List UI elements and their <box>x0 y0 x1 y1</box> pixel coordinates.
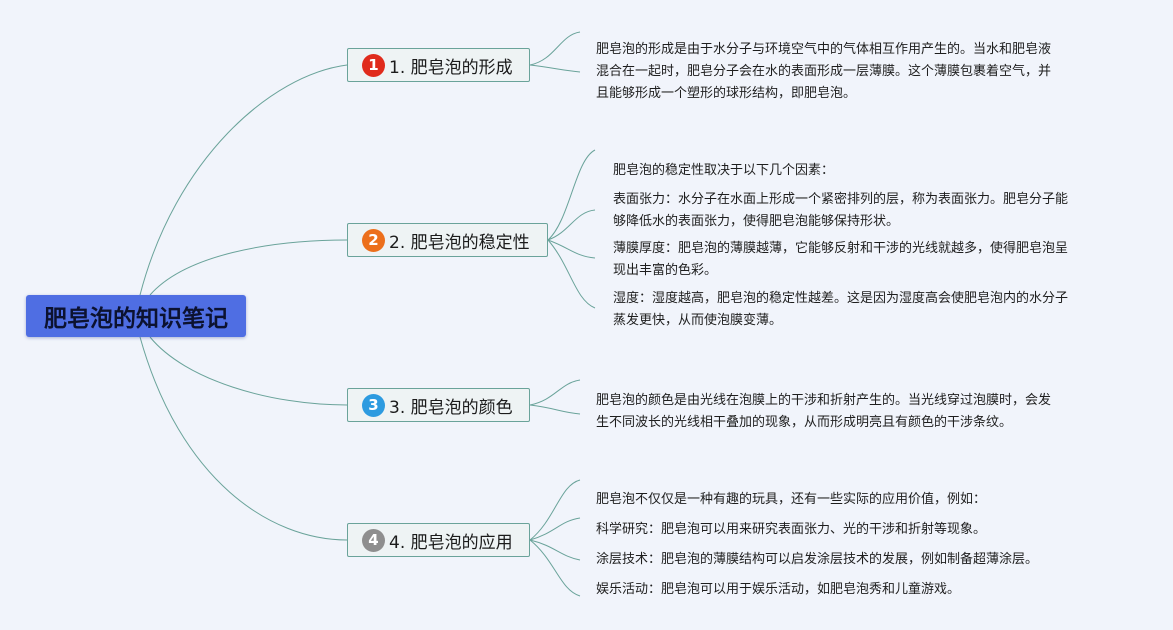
branch-label: 3. 肥皂泡的颜色 <box>389 397 513 418</box>
note-line: 娱乐活动：肥皂泡可以用于娱乐活动，如肥皂泡秀和儿童游戏。 <box>596 582 961 597</box>
note-coating-technology[interactable]: 涂层技术：肥皂泡的薄膜结构可以启发涂层技术的发展，例如制备超薄涂层。 <box>596 549 1038 571</box>
priority-3-icon: 3 <box>362 393 385 417</box>
note-color[interactable]: 肥皂泡的颜色是由光线在泡膜上的干涉和折射产生的。当光线穿过泡膜时，会发 生不同波… <box>596 390 1051 434</box>
link-root-branch-1 <box>139 64 348 296</box>
branch-label: 4. 肥皂泡的应用 <box>389 532 513 553</box>
note-line: 混合在一起时，肥皂分子会在水的表面形成一层薄膜。这个薄膜包裹着空气，并 <box>596 64 1052 79</box>
branch-label: 1. 肥皂泡的形成 <box>389 57 513 78</box>
note-line: 湿度：湿度越高，肥皂泡的稳定性越差。这是因为湿度高会使肥皂泡内的水分子 <box>613 291 1069 306</box>
priority-4-icon: 4 <box>362 528 385 552</box>
note-line: 薄膜厚度：肥皂泡的薄膜越薄，它能够反射和干涉的光线就越多，使得肥皂泡呈 <box>613 241 1069 256</box>
note-line: 生不同波长的光线相干叠加的现象，从而形成明亮且有颜色的干涉条纹。 <box>596 415 1013 430</box>
link-root-branch-4 <box>139 336 348 541</box>
note-line: 肥皂泡的稳定性取决于以下几个因素： <box>613 163 835 178</box>
note-line: 肥皂泡的形成是由于水分子与环境空气中的气体相互作用产生的。当水和肥皂液 <box>596 42 1052 57</box>
note-film-thickness[interactable]: 薄膜厚度：肥皂泡的薄膜越薄，它能够反射和干涉的光线就越多，使得肥皂泡呈 现出丰富… <box>613 238 1068 282</box>
link-branch-1-note <box>529 31 581 66</box>
note-surface-tension[interactable]: 表面张力：水分子在水面上形成一个紧密排列的层，称为表面张力。肥皂分子能 够降低水… <box>613 189 1068 233</box>
branch-stability[interactable]: 2 2. 肥皂泡的稳定性 <box>347 223 548 257</box>
priority-1-icon: 1 <box>362 53 385 77</box>
link-branch-3-note <box>529 379 581 406</box>
note-humidity[interactable]: 湿度：湿度越高，肥皂泡的稳定性越差。这是因为湿度高会使肥皂泡内的水分子 蒸发更快… <box>613 288 1068 332</box>
note-scientific-research[interactable]: 科学研究：肥皂泡可以用来研究表面张力、光的干涉和折射等现象。 <box>596 519 986 541</box>
note-line: 涂层技术：肥皂泡的薄膜结构可以启发涂层技术的发展，例如制备超薄涂层。 <box>596 552 1039 567</box>
note-line: 且能够形成一个塑形的球形结构，即肥皂泡。 <box>596 86 857 101</box>
note-line: 科学研究：肥皂泡可以用来研究表面张力、光的干涉和折射等现象。 <box>596 522 987 537</box>
note-line: 现出丰富的色彩。 <box>613 263 718 278</box>
note-line: 表面张力：水分子在水面上形成一个紧密排列的层，称为表面张力。肥皂分子能 <box>613 192 1069 207</box>
branch-label: 2. 肥皂泡的稳定性 <box>389 232 530 253</box>
root-topic[interactable]: 肥皂泡的知识笔记 <box>26 295 246 337</box>
note-application-intro[interactable]: 肥皂泡不仅仅是一种有趣的玩具，还有一些实际的应用价值，例如： <box>596 489 986 511</box>
link-root-branch-3 <box>149 336 348 406</box>
note-line: 肥皂泡的颜色是由光线在泡膜上的干涉和折射产生的。当光线穿过泡膜时，会发 <box>596 393 1052 408</box>
note-line: 蒸发更快，从而使泡膜变薄。 <box>613 313 783 328</box>
branch-formation[interactable]: 1 1. 肥皂泡的形成 <box>347 48 530 82</box>
note-formation[interactable]: 肥皂泡的形成是由于水分子与环境空气中的气体相互作用产生的。当水和肥皂液 混合在一… <box>596 39 1051 105</box>
priority-2-icon: 2 <box>362 228 385 252</box>
link-branch-2-notes <box>547 149 596 241</box>
note-line: 够降低水的表面张力，使得肥皂泡能够保持形状。 <box>613 214 900 229</box>
link-branch-4-notes <box>529 479 581 541</box>
note-line: 肥皂泡不仅仅是一种有趣的玩具，还有一些实际的应用价值，例如： <box>596 492 987 507</box>
link-root-branch-2 <box>149 239 348 296</box>
branch-color[interactable]: 3 3. 肥皂泡的颜色 <box>347 388 530 422</box>
note-stability-intro[interactable]: 肥皂泡的稳定性取决于以下几个因素： <box>613 160 834 182</box>
note-entertainment[interactable]: 娱乐活动：肥皂泡可以用于娱乐活动，如肥皂泡秀和儿童游戏。 <box>596 579 960 601</box>
branch-application[interactable]: 4 4. 肥皂泡的应用 <box>347 523 530 557</box>
